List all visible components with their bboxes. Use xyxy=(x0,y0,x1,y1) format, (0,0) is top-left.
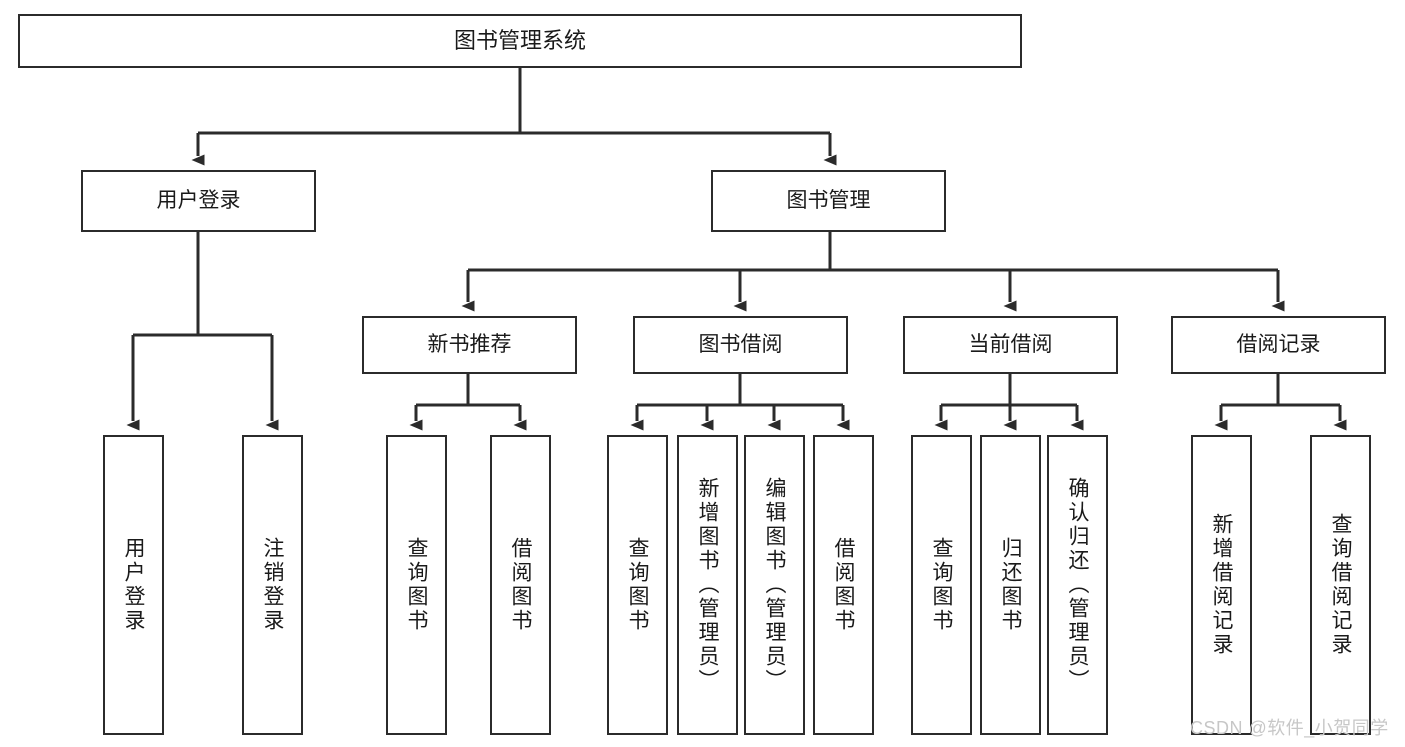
leaf-new-book-query-book[interactable]: 查询图书 xyxy=(386,435,447,735)
leaf-user-login-login[interactable]: 用户登录 xyxy=(103,435,164,735)
node-borrow-records[interactable]: 借阅记录 xyxy=(1171,316,1386,374)
node-label: 查询图书 xyxy=(930,537,953,633)
node-label: 查询图书 xyxy=(405,537,428,633)
node-label: 借阅图书 xyxy=(832,537,855,633)
node-label: 用户登录 xyxy=(156,188,241,212)
leaf-book-borrow-add-book-admin[interactable]: 新增图书（管理员） xyxy=(677,435,738,735)
node-book-management[interactable]: 图书管理 xyxy=(711,170,946,232)
node-book-borrow[interactable]: 图书借阅 xyxy=(633,316,848,374)
node-label: 当前借阅 xyxy=(968,332,1053,356)
leaf-current-borrow-query-book[interactable]: 查询图书 xyxy=(911,435,972,735)
node-label: 用户登录 xyxy=(122,537,145,633)
leaf-borrow-records-query-record[interactable]: 查询借阅记录 xyxy=(1310,435,1371,735)
leaf-current-borrow-return-book[interactable]: 归还图书 xyxy=(980,435,1041,735)
node-new-book-recommend[interactable]: 新书推荐 xyxy=(362,316,577,374)
leaf-book-borrow-edit-book-admin[interactable]: 编辑图书（管理员） xyxy=(744,435,805,735)
leaf-book-borrow-query-book[interactable]: 查询图书 xyxy=(607,435,668,735)
csdn-watermark: CSDN @软件_小贺同学 xyxy=(1190,718,1389,738)
node-label: 图书借阅 xyxy=(698,332,783,356)
leaf-current-borrow-confirm-return-admin[interactable]: 确认归还（管理员） xyxy=(1047,435,1108,735)
node-label: 确认归还（管理员） xyxy=(1066,477,1089,693)
node-label: 新书推荐 xyxy=(427,332,512,356)
node-label: 借阅记录 xyxy=(1236,332,1321,356)
leaf-new-book-borrow-book[interactable]: 借阅图书 xyxy=(490,435,551,735)
node-label: 注销登录 xyxy=(261,537,284,633)
node-label: 查询图书 xyxy=(626,537,649,633)
node-root-book-management-system[interactable]: 图书管理系统 xyxy=(18,14,1022,68)
node-label: 新增借阅记录 xyxy=(1210,513,1233,657)
node-label: 图书管理 xyxy=(786,188,871,212)
node-label: 编辑图书（管理员） xyxy=(763,477,786,693)
node-current-borrow[interactable]: 当前借阅 xyxy=(903,316,1118,374)
node-label: 借阅图书 xyxy=(509,537,532,633)
node-label: 查询借阅记录 xyxy=(1329,513,1352,657)
leaf-book-borrow-borrow-book[interactable]: 借阅图书 xyxy=(813,435,874,735)
node-label: 归还图书 xyxy=(999,537,1022,633)
leaf-user-login-logout[interactable]: 注销登录 xyxy=(242,435,303,735)
node-user-login[interactable]: 用户登录 xyxy=(81,170,316,232)
node-label: 图书管理系统 xyxy=(453,28,586,54)
leaf-borrow-records-add-record[interactable]: 新增借阅记录 xyxy=(1191,435,1252,735)
node-label: 新增图书（管理员） xyxy=(696,477,719,693)
